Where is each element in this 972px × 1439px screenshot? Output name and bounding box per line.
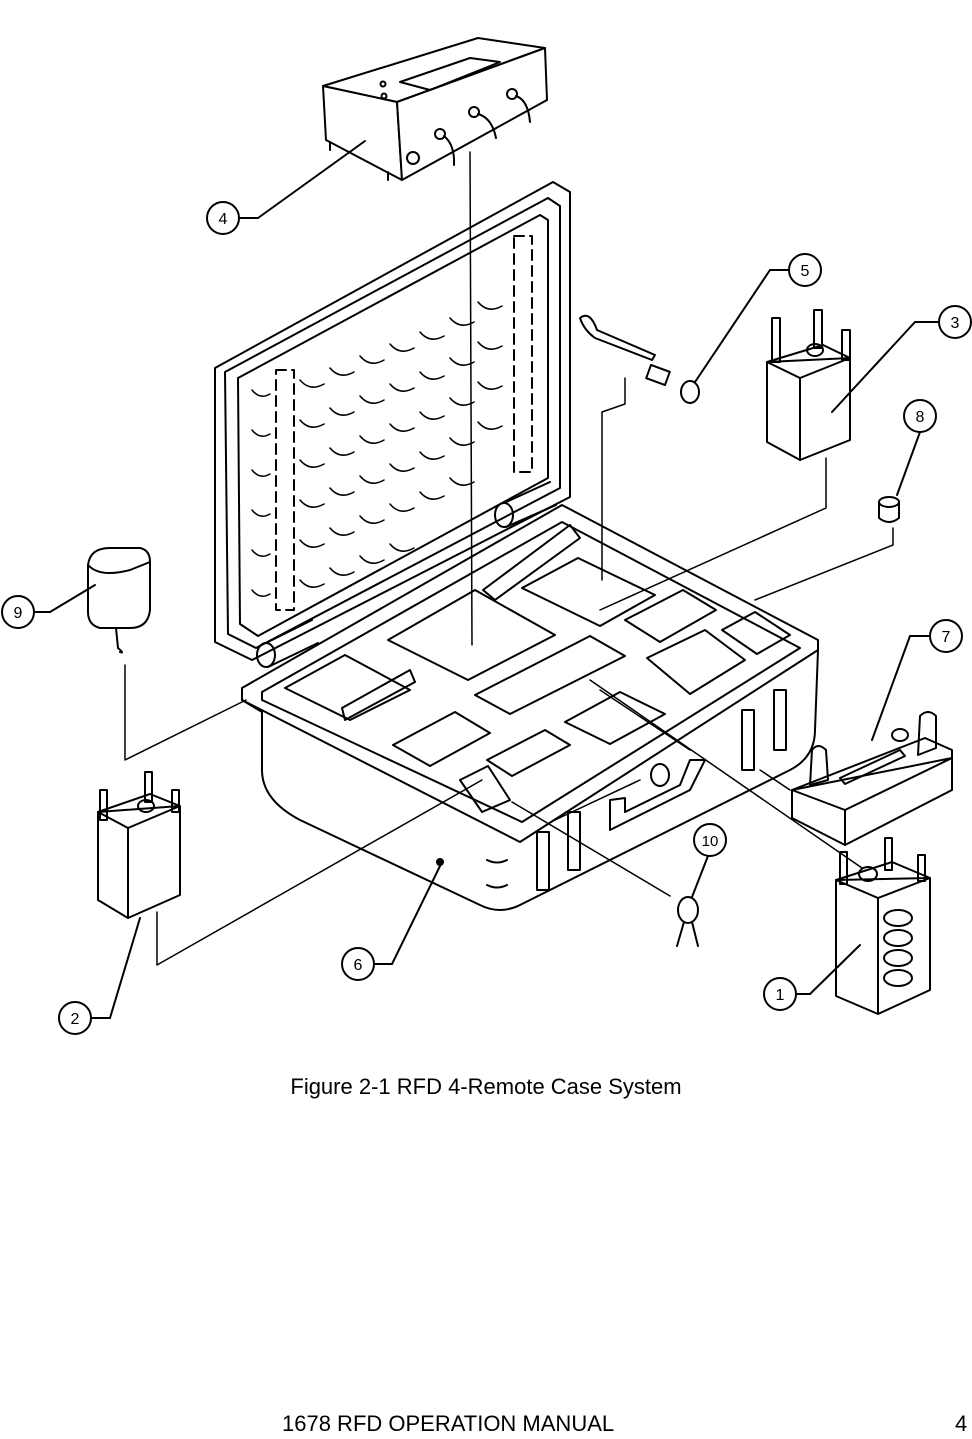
remote-unit-3 [766, 309, 851, 461]
svg-text:7: 7 [942, 629, 951, 646]
callout-2: 2 [58, 917, 141, 1035]
svg-text:10: 10 [702, 833, 719, 850]
svg-text:4: 4 [219, 211, 228, 228]
svg-text:6: 6 [354, 957, 363, 974]
callout-6: 6 [341, 865, 441, 981]
receiver-unit [322, 37, 548, 181]
callout-4: 4 [206, 140, 366, 235]
footer-manual-title: 1678 RFD OPERATION MANUAL [282, 1411, 615, 1436]
callout-9: 9 [1, 584, 96, 629]
callout-10: 10 [691, 823, 727, 898]
power-supply [87, 547, 151, 654]
case-lid [214, 181, 571, 668]
remote-unit-2 [97, 771, 181, 919]
callout-7: 7 [871, 619, 963, 741]
svg-text:2: 2 [71, 1011, 80, 1028]
sensor-8 [878, 496, 900, 523]
callout-5: 5 [694, 253, 822, 383]
svg-text:1: 1 [776, 987, 785, 1004]
sensor-10 [676, 896, 699, 947]
remote-unit-1 [835, 837, 931, 1015]
svg-text:3: 3 [951, 315, 960, 332]
charger-unit [791, 711, 953, 846]
svg-text:5: 5 [801, 263, 810, 280]
callout-8: 8 [896, 399, 937, 496]
callout-1: 1 [763, 944, 861, 1011]
svg-text:9: 9 [14, 605, 23, 622]
callout-3: 3 [831, 305, 972, 413]
svg-text:8: 8 [916, 409, 925, 426]
leader-lines [124, 151, 894, 966]
antenna [579, 314, 700, 404]
footer-page-number: 4 [955, 1411, 968, 1436]
figure-caption: Figure 2-1 RFD 4-Remote Case System [0, 1074, 972, 1100]
figure-caption-text: Figure 2-1 RFD 4-Remote Case System [290, 1074, 682, 1099]
callouts: 4 5 3 8 9 7 10 6 1 2 [1, 140, 972, 1035]
case-base [241, 504, 819, 911]
case-system-figure: 4 5 3 8 9 7 10 6 1 2 [1, 37, 972, 1035]
